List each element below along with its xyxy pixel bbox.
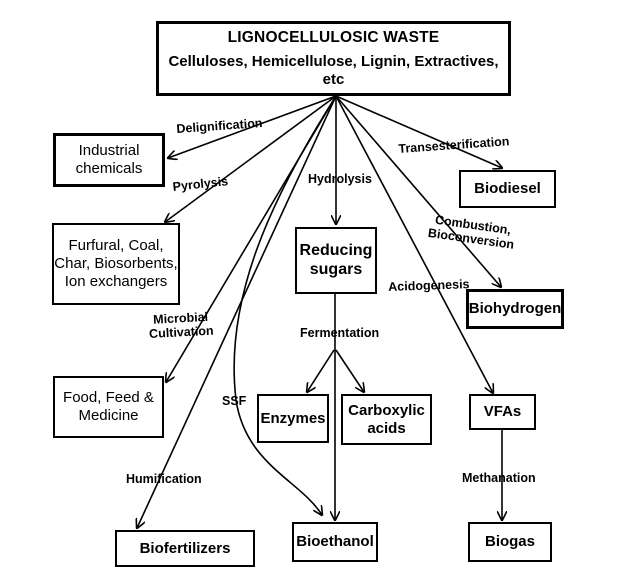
enzymes-box: Enzymes	[257, 394, 329, 443]
industrial-chemicals-box: Industrial chemicals	[53, 133, 165, 187]
vfas-box: VFAs	[469, 394, 536, 430]
biogas-box: Biogas	[468, 522, 552, 562]
label-humification: Humification	[126, 472, 202, 486]
food-feed-medicine-box: Food, Feed & Medicine	[53, 376, 164, 438]
arrow-pyrolysis	[165, 95, 337, 222]
label-hydrolysis: Hydrolysis	[308, 172, 372, 186]
arrow-acidogenesis	[335, 95, 493, 393]
biohydrogen-box: Biohydrogen	[466, 289, 564, 329]
label-microbial-cultivation: Microbial Cultivation	[148, 309, 214, 342]
arrow-ssf	[233, 95, 337, 515]
root-box: LIGNOCELLULOSIC WASTE Celluloses, Hemice…	[156, 21, 511, 96]
reducing-sugars-box: Reducing sugars	[295, 227, 377, 294]
biodiesel-box: Biodiesel	[459, 170, 556, 208]
arrow-combustion	[335, 95, 501, 287]
arrow-fermentation-carboxylic	[335, 349, 364, 392]
label-ssf: SSF	[222, 394, 247, 408]
furfural-box: Furfural, Coal, Char, Biosorbents, Ion e…	[52, 223, 180, 305]
label-fermentation: Fermentation	[300, 326, 380, 340]
arrow-delignification	[168, 95, 337, 158]
label-acidogenesis: Acidogenesis	[388, 277, 470, 294]
arrow-transesterification	[335, 95, 502, 168]
label-methanation: Methanation	[462, 471, 536, 485]
arrow-fermentation-enzymes	[307, 349, 335, 392]
arrow-humification	[137, 95, 337, 528]
bioethanol-box: Bioethanol	[292, 522, 378, 562]
biofertilizers-box: Biofertilizers	[115, 530, 255, 567]
root-subtitle: Celluloses, Hemicellulose, Lignin, Extra…	[168, 52, 499, 88]
root-title: LIGNOCELLULOSIC WASTE	[227, 28, 440, 46]
carboxylic-acids-box: Carboxylic acids	[341, 394, 432, 445]
